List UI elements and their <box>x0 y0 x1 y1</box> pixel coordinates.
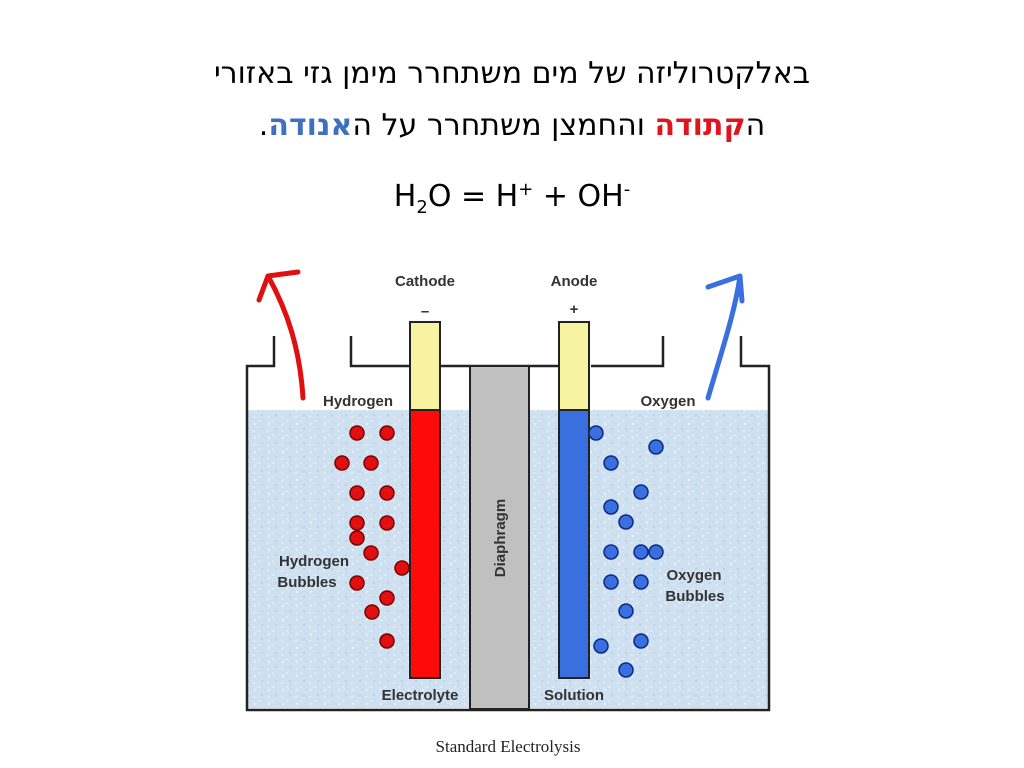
oxygen-bubble <box>648 439 664 455</box>
lid-right <box>591 336 665 368</box>
heading-line-1: באלקטרוליזה של מים משתחרר מימן גזי באזור… <box>213 56 811 91</box>
heading-line-2-suffix: . <box>258 108 269 143</box>
cathode-cap <box>409 321 441 411</box>
oxygen-bubble <box>603 574 619 590</box>
hydrogen-bubble <box>363 455 379 471</box>
hydrogen-bubble <box>363 545 379 561</box>
hydrogen-bubble <box>364 604 380 620</box>
cathode-label: Cathode <box>395 273 455 290</box>
oxygen-bubble <box>603 544 619 560</box>
diaphragm-label: Diaphragm <box>492 499 509 577</box>
cathode-electrode <box>409 409 441 679</box>
heading-line-2: הקתודה והחמצן משתחרר על האנודה. <box>40 100 984 152</box>
oxygen-bubble <box>618 603 634 619</box>
oxygen-bubble <box>603 455 619 471</box>
oxygen-bubble <box>633 484 649 500</box>
solution-label: Solution <box>544 687 604 704</box>
hydrogen-bubble <box>379 425 395 441</box>
equation-superscript-2: - <box>623 179 631 200</box>
oxygen-bubble <box>588 425 604 441</box>
equation-part-3: + OH <box>533 179 624 214</box>
equation-part-2: O = H <box>427 179 519 214</box>
equation-part-1: H <box>393 179 417 214</box>
hydrogen-bubbles <box>334 425 410 649</box>
oxygen-bubble <box>633 574 649 590</box>
slide-heading: באלקטרוליזה של מים משתחרר מימן גזי באזור… <box>40 48 984 152</box>
diagram-caption: Standard Electrolysis <box>436 737 581 756</box>
hydrogen-bubble <box>349 425 365 441</box>
hydrogen-bubbles-label-line1: Hydrogen <box>279 553 349 570</box>
anode-word: אנודה <box>268 108 353 143</box>
hydrogen-bubble <box>379 485 395 501</box>
hydrogen-bubble <box>394 560 410 576</box>
lid-left <box>349 336 410 368</box>
hydrogen-bubble <box>379 590 395 606</box>
hydrogen-bubble <box>349 485 365 501</box>
oxygen-bubble <box>633 633 649 649</box>
hydrogen-bubble <box>349 530 365 546</box>
oxygen-bubble <box>618 514 634 530</box>
oxygen-label: Oxygen <box>640 393 695 410</box>
hydrogen-bubbles-label-line2: Bubbles <box>277 574 336 591</box>
oxygen-bubble <box>633 544 649 560</box>
equation-subscript: 2 <box>416 197 428 218</box>
anode-sign: + <box>570 301 579 318</box>
oxygen-bubbles-label-line2: Bubbles <box>665 588 724 605</box>
hydrogen-label: Hydrogen <box>323 393 393 410</box>
equation-superscript-1: + <box>518 179 534 200</box>
hydrogen-bubble <box>349 515 365 531</box>
cathode-word: קתודה <box>654 108 746 143</box>
diaphragm <box>469 365 530 710</box>
hydrogen-bubble <box>379 633 395 649</box>
anode-electrode <box>558 409 590 679</box>
hydrogen-bubble <box>334 455 350 471</box>
heading-line-2-middle: והחמצן משתחרר על ה <box>352 108 655 143</box>
anode-cap <box>558 321 590 411</box>
electrolyte-label: Electrolyte <box>382 687 459 704</box>
anode-label: Anode <box>551 273 598 290</box>
oxygen-bubble <box>603 499 619 515</box>
oxygen-bubbles <box>588 425 664 678</box>
hydrogen-release-arrow <box>256 269 306 401</box>
heading-line-2-prefix: ה <box>745 108 766 143</box>
cathode-sign: – <box>421 303 429 320</box>
oxygen-bubble <box>593 638 609 654</box>
hydrogen-bubble <box>379 515 395 531</box>
oxygen-release-arrow <box>705 273 745 401</box>
hydrogen-bubble <box>349 575 365 591</box>
oxygen-bubbles-label-line1: Oxygen <box>666 567 721 584</box>
oxygen-bubble <box>618 662 634 678</box>
oxygen-bubble <box>648 544 664 560</box>
water-dissociation-equation: H2O = H+ + OH- <box>40 170 984 228</box>
